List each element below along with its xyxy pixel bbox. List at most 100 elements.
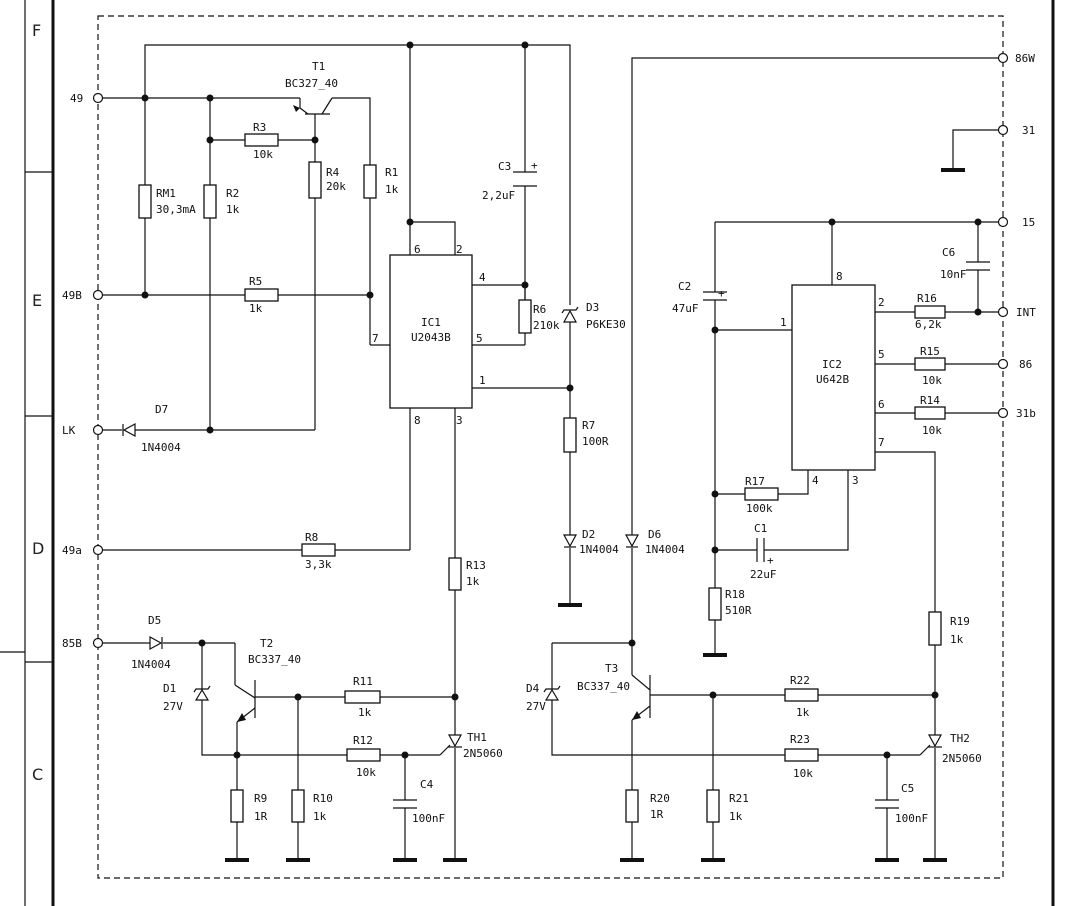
d6-val: 1N4004 [645,543,685,556]
r4-ref: R4 [326,166,340,179]
ic2-pin-3: 3 [852,474,859,487]
c4-val: 100nF [412,812,445,825]
terminal-49a [92,544,104,556]
r5-val: 1k [249,302,263,315]
ic1-pin-1: 1 [479,374,486,387]
r15-ref: R15 [920,345,940,358]
r22-val: 1k [796,706,810,719]
r20-val: 1R [650,808,664,821]
t3-val: BC337_40 [577,680,630,693]
d3-ref: D3 [586,301,599,314]
resistor-r5 [244,288,279,302]
d3-val: P6KE30 [586,318,626,331]
ic1-pin-8: 8 [414,414,421,427]
diode-d5 [149,635,163,651]
grid-zone-f: F [32,21,41,40]
ic2-pin-4: 4 [812,474,819,487]
c6-val: 10nF [940,268,967,281]
r9-ref: R9 [254,792,267,805]
r13-ref: R13 [466,559,486,572]
ic2-ref: IC2 [822,358,842,371]
resistor-r12 [346,748,381,762]
resistor-r16 [914,305,946,319]
ic2-pin-6: 6 [878,398,885,411]
ic2-pin-2: 2 [878,296,885,309]
resistor-r19 [928,611,942,646]
r1-ref: R1 [385,166,398,179]
ic1-pin-5: 5 [476,332,483,345]
resistor-bodies [138,133,946,823]
d2-val: 1N4004 [579,543,619,556]
resistor-r22 [784,688,819,702]
c3-ref: C3 [498,160,511,173]
c3-val: 2,2uF [482,189,515,202]
r16-ref: R16 [917,292,937,305]
d4-val: 27V [526,700,546,713]
ic2-pin-7: 7 [878,436,885,449]
t2-val: BC337_40 [248,653,301,666]
r7-val: 100R [582,435,609,448]
r19-ref: R19 [950,615,970,628]
resistor-r23 [784,748,819,762]
resistor-r13 [448,557,462,591]
ic1-part: U2043B [411,331,451,344]
semiconductor-symbols [122,105,943,748]
r19-val: 1k [950,633,964,646]
th1-val: 2N5060 [463,747,503,760]
terminal-label-85b: 85B [62,637,82,650]
r8-val: 3,3k [305,558,332,571]
resistor-r8 [301,543,336,557]
r6-ref: R6 [533,303,546,316]
terminal-49b [92,289,104,301]
r5-ref: R5 [249,275,262,288]
ic2-pin-5: 5 [878,348,885,361]
terminals: 49 49B LK 49a 85B 86W 31 15 INT 86 31b [62,52,1036,650]
diode-d7 [122,422,136,438]
t2-ref: T2 [260,637,273,650]
d7-ref: D7 [155,403,168,416]
r12-val: 10k [356,766,376,779]
c1-ref: C1 [754,522,767,535]
ic2-part: U642B [816,373,849,386]
t3-emitter-arrow [632,711,641,720]
resistor-r10 [291,789,305,823]
r6-val: 210k [533,319,560,332]
d1-val: 27V [163,700,183,713]
capacitor-c2 [703,291,727,301]
resistor-rm1 [138,184,152,219]
resistor-r18 [708,587,722,621]
c6-ref: C6 [942,246,955,259]
th2-ref: TH2 [950,732,970,745]
thyristor-th2 [927,734,943,748]
c2-ref: C2 [678,280,691,293]
resistor-r1 [363,164,377,199]
r22-ref: R22 [790,674,810,687]
t1-val: BC327_40 [285,77,338,90]
terminal-15 [997,216,1009,228]
terminal-85b [92,637,104,649]
r16-val: 6,2k [915,318,942,331]
junction-dots [141,41,982,759]
ic2: IC2 U642B 8 1 2 5 6 7 4 3 [780,270,885,487]
r14-val: 10k [922,424,942,437]
terminal-label-49a: 49a [62,544,82,557]
diode-d6 [624,534,640,548]
ic2-pin-8: 8 [836,270,843,283]
r23-val: 10k [793,767,813,780]
r13-val: 1k [466,575,480,588]
ic1-pin-3: 3 [456,414,463,427]
r21-val: 1k [729,810,743,823]
capacitor-bodies [393,171,990,809]
r3-val: 10k [253,148,273,161]
r9-val: 1R [254,810,268,823]
resistor-r15 [914,357,946,371]
resistor-r14 [914,406,946,420]
t1-ref: T1 [312,60,325,73]
r14-ref: R14 [920,394,940,407]
module-frame [97,15,1004,879]
r3-ref: R3 [253,121,266,134]
ic1-pin-2: 2 [456,243,463,256]
resistor-r20 [625,789,639,823]
ic1-pin-7: 7 [372,332,379,345]
